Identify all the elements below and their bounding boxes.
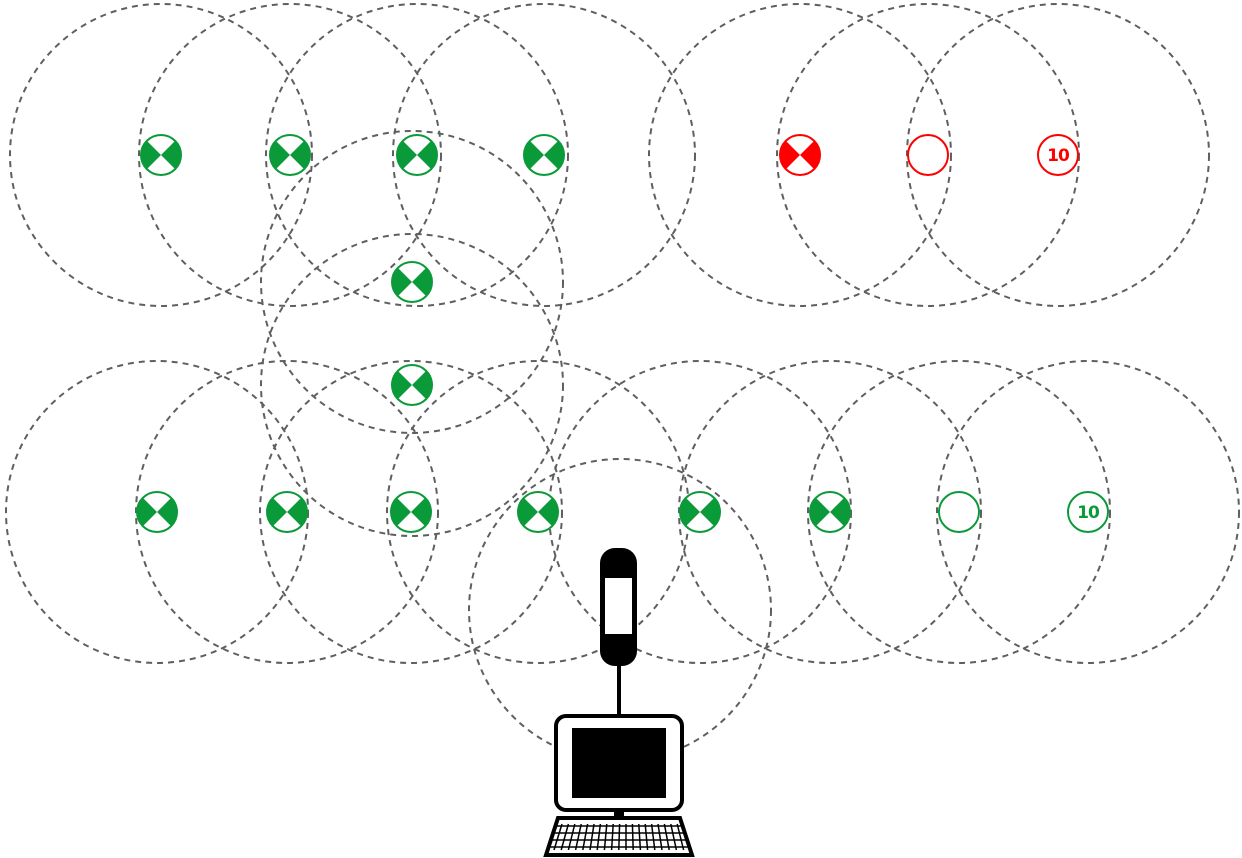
sensor-node-icon — [136, 491, 178, 533]
empty-node-icon — [938, 491, 980, 533]
node-label: 10 — [1047, 146, 1070, 166]
sensor-node-icon — [390, 491, 432, 533]
radio-range-circle — [138, 3, 442, 307]
node-label: 10 — [1077, 503, 1100, 523]
radio-range-circle — [392, 3, 696, 307]
sensor-node-icon — [679, 491, 721, 533]
sensor-node-icon — [391, 261, 433, 303]
sensor-node-icon — [266, 491, 308, 533]
sensor-node-icon — [809, 491, 851, 533]
sensor-node-icon — [779, 134, 821, 176]
sensor-node-icon — [391, 364, 433, 406]
radio-range-circle — [936, 360, 1240, 664]
mesh-nodes: 10 10 — [136, 134, 1109, 533]
keyboard-icon — [543, 816, 695, 857]
numbered-node-icon: 10 — [1037, 134, 1079, 176]
radio-range-circle — [9, 3, 313, 307]
numbered-node-icon: 10 — [1067, 491, 1109, 533]
antenna-icon — [600, 548, 637, 718]
sensor-node-icon — [269, 134, 311, 176]
base-station — [543, 548, 695, 857]
radio-range-circle — [260, 233, 564, 537]
empty-node-icon — [907, 134, 949, 176]
sensor-node-icon — [523, 134, 565, 176]
sensor-node-icon — [140, 134, 182, 176]
radio-range-circle — [259, 360, 563, 664]
radio-range-circle — [807, 360, 1111, 664]
radio-range-circle — [648, 3, 952, 307]
sensor-node-icon — [517, 491, 559, 533]
computer-monitor-icon — [554, 714, 684, 818]
radio-range-circle — [260, 130, 564, 434]
radio-range-circle — [468, 458, 772, 762]
radio-range-circle — [265, 3, 569, 307]
sensor-node-icon — [396, 134, 438, 176]
